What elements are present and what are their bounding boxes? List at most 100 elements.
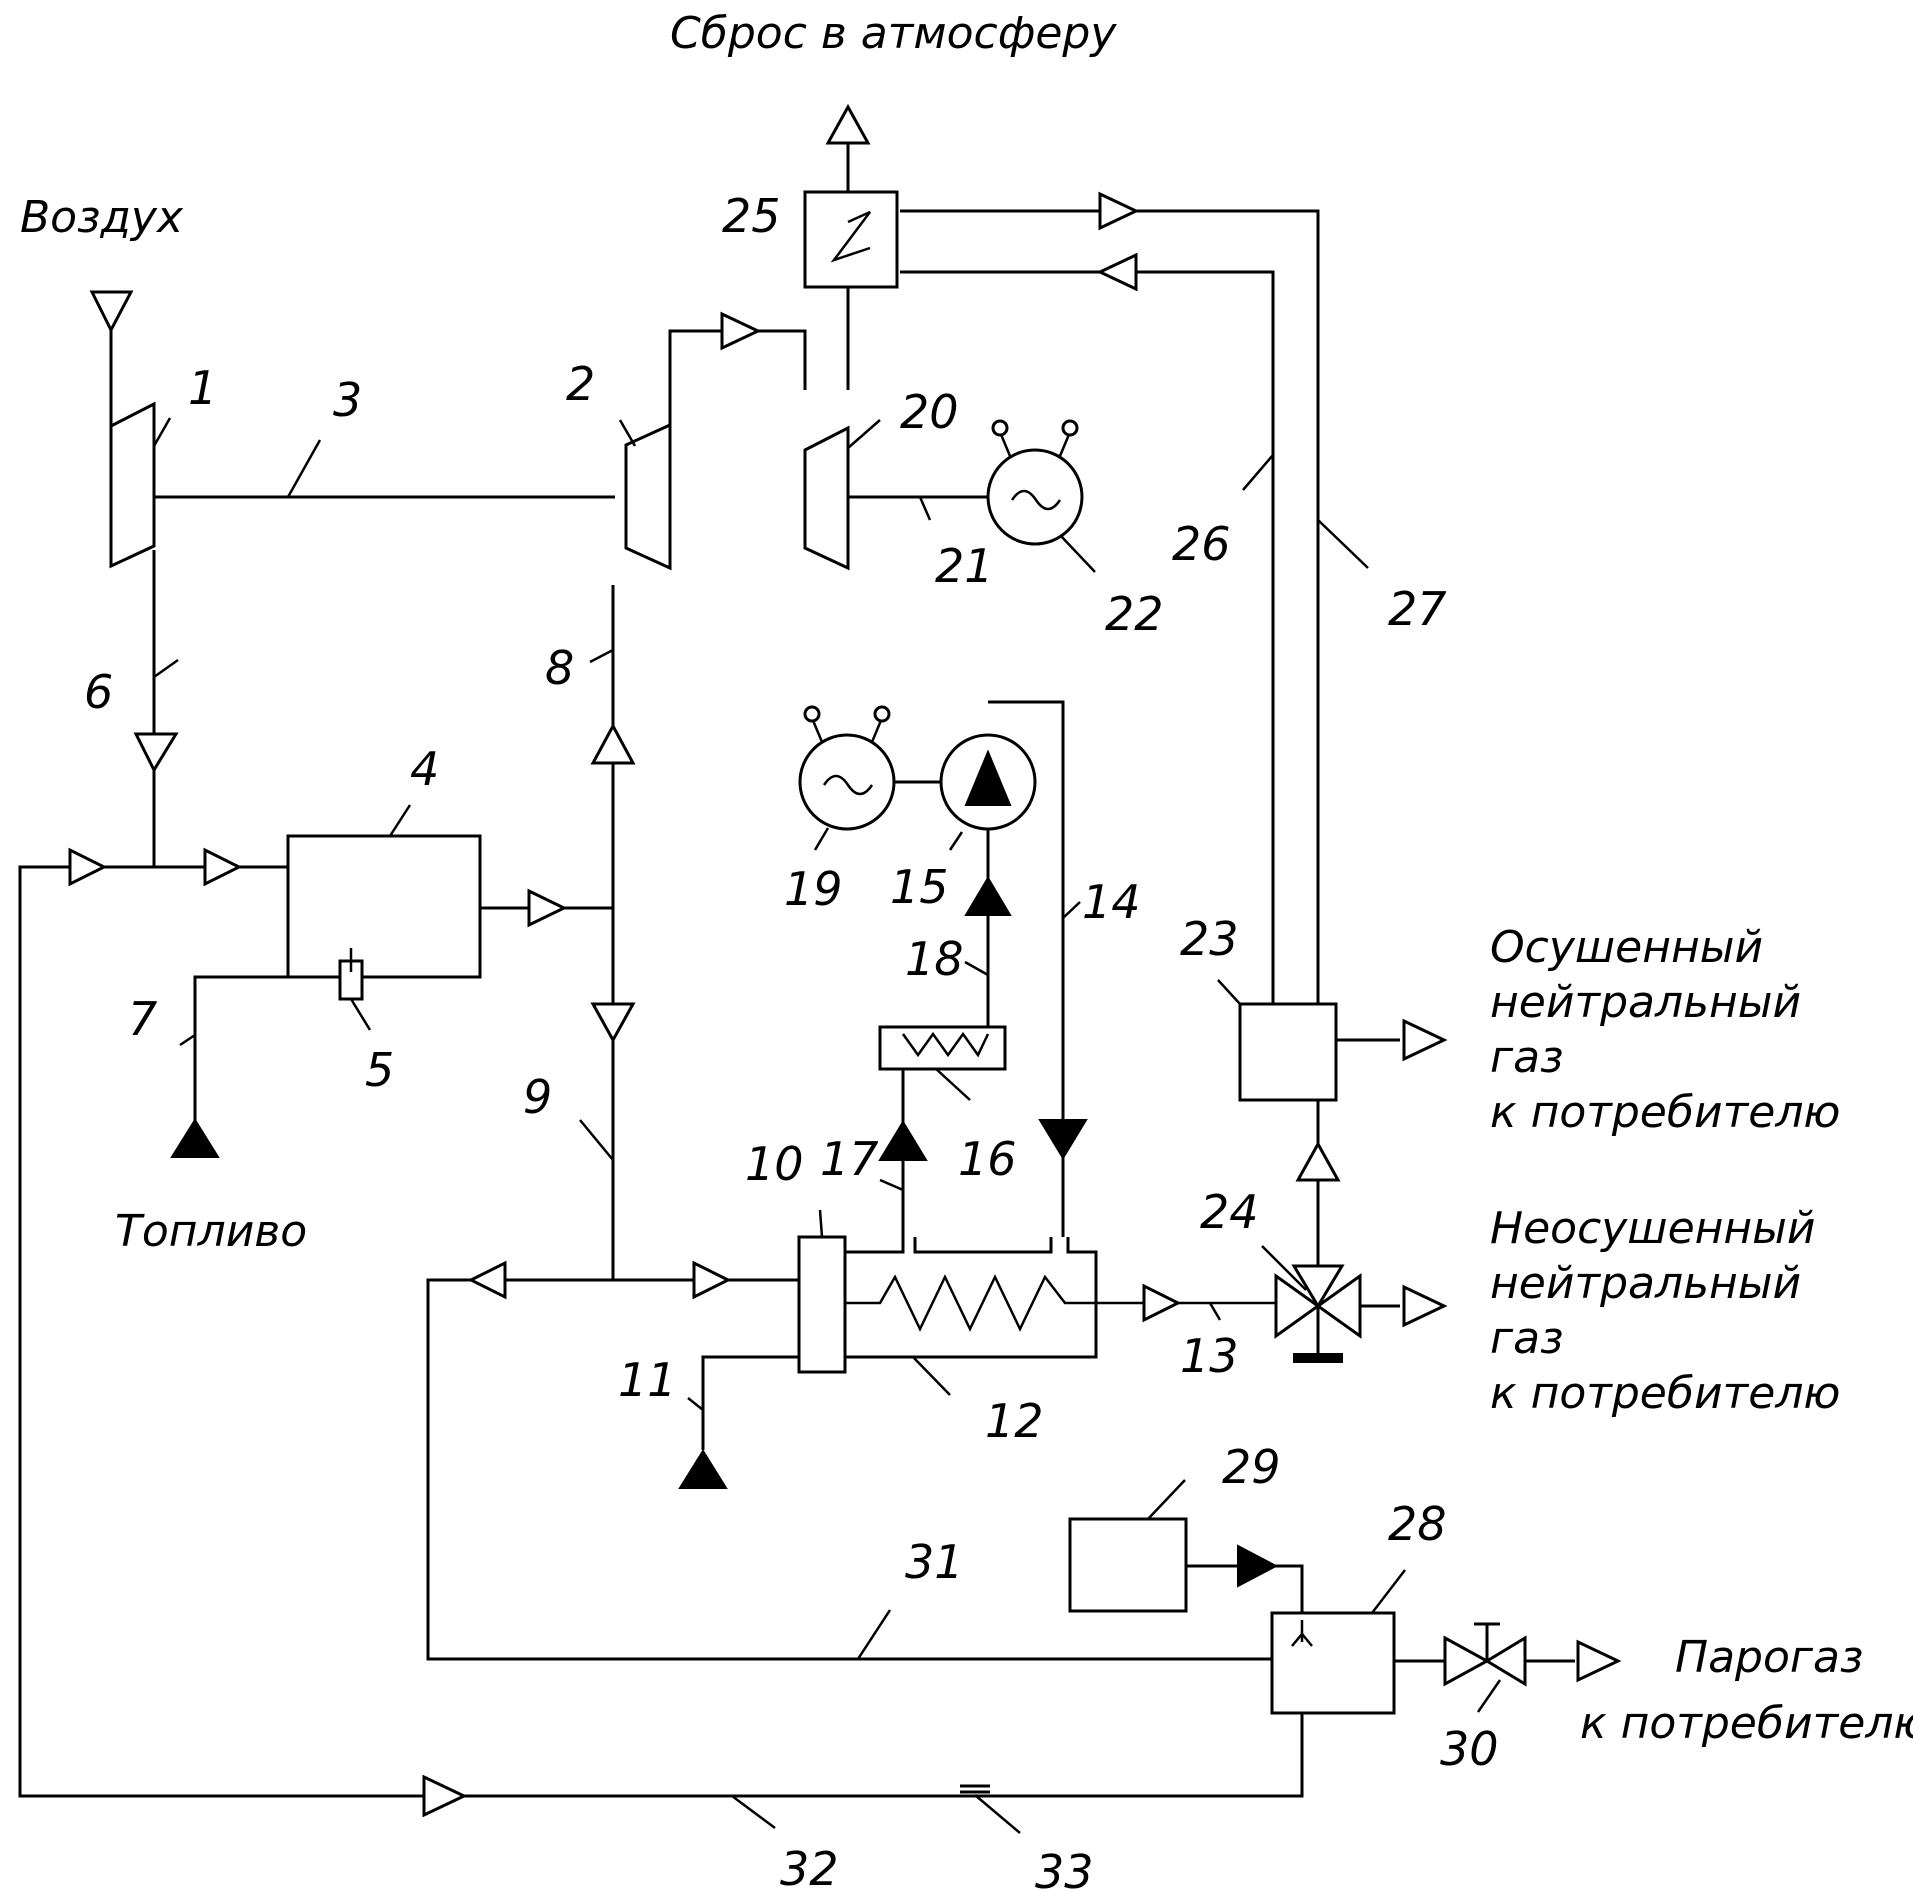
- feed-29-line: [1186, 1564, 1304, 1620]
- position-number: 8: [545, 641, 574, 695]
- position-number: 1: [188, 361, 217, 415]
- terminal-icon: [1061, 419, 1079, 437]
- leader: [1062, 901, 1081, 919]
- position-number: 25: [722, 189, 781, 243]
- position-number: 13: [1180, 1329, 1239, 1383]
- leader: [856, 1609, 892, 1660]
- air-label: Воздух: [20, 192, 184, 243]
- tank-29: [1068, 1517, 1188, 1613]
- leader: [879, 1178, 904, 1192]
- arrow-open-icon: [1576, 1639, 1622, 1683]
- position-number: 6: [84, 665, 113, 719]
- valve-24-actuator: [1293, 1353, 1343, 1363]
- hx12-coil: [845, 1274, 1300, 1332]
- arrow-open-icon: [1096, 252, 1138, 292]
- turbine-20: [803, 425, 850, 571]
- ac-symbol-icon: [822, 774, 874, 796]
- position-number: 3: [333, 373, 362, 427]
- exhaust-label: Сброс в атмосферу: [670, 8, 1117, 59]
- cooler-coil: [901, 1031, 990, 1058]
- heater-coil-icon: [830, 210, 871, 263]
- position-number: 19: [784, 862, 843, 916]
- leader: [731, 1794, 776, 1830]
- wet-gas-label-3: газ: [1490, 1313, 1563, 1364]
- fuel-line-7: [193, 975, 288, 1125]
- position-number: 9: [523, 1070, 552, 1124]
- position-number: 17: [820, 1132, 879, 1186]
- compressor-1: [109, 401, 156, 569]
- arrow-open-icon: [590, 722, 636, 765]
- arrow-open-icon: [203, 847, 243, 887]
- equipment: [109, 190, 1527, 1794]
- leader: [912, 1356, 951, 1396]
- leader: [1208, 1302, 1222, 1321]
- position-number: 2: [566, 357, 595, 411]
- arrow-open-icon: [422, 1774, 468, 1818]
- position-number: 5: [365, 1043, 394, 1097]
- position-number: 14: [1082, 875, 1141, 929]
- dry-gas-label-2: нейтральный: [1490, 977, 1801, 1028]
- position-numbers: 1 2 3 4 5 6 7 8 9 10 11 12 13 14 15 16 1…: [84, 189, 1499, 1889]
- nozzle-head: [1291, 1632, 1313, 1647]
- leader: [1317, 519, 1369, 569]
- position-number: 22: [1105, 587, 1164, 641]
- dryer-23: [1238, 1002, 1338, 1102]
- position-number: 23: [1180, 912, 1239, 966]
- position-number: 28: [1388, 1497, 1447, 1551]
- hx12-shell-c: [845, 1237, 1098, 1359]
- arrow-filled-icon: [678, 1449, 728, 1489]
- position-number: 21: [935, 539, 994, 593]
- position-number: 24: [1200, 1185, 1259, 1239]
- arrow-open-icon: [1402, 1018, 1448, 1062]
- steam-gas-label-2: к потребителю: [1580, 1698, 1913, 1749]
- arrow-open-icon: [1402, 1284, 1448, 1328]
- position-number: 27: [1388, 582, 1447, 636]
- leader: [349, 998, 372, 1031]
- position-number: 26: [1172, 517, 1231, 571]
- position-number: 31: [905, 1535, 964, 1589]
- leader: [974, 1794, 1021, 1834]
- mixer-10: [797, 1235, 847, 1374]
- terminal-icon: [803, 705, 821, 723]
- stream-labels: Сброс в атмосферу Воздух Топливо Осушенн…: [20, 8, 1913, 1749]
- hx12-shell-b: [913, 1237, 1053, 1254]
- mixer-28: [1270, 1611, 1396, 1715]
- arrow-open-icon: [89, 290, 134, 334]
- dry-gas-label-1: Осушенный: [1490, 922, 1763, 973]
- leader: [818, 1209, 824, 1238]
- terminal-icon: [873, 705, 891, 723]
- line-11: [701, 1355, 799, 1450]
- position-number: 33: [1035, 1845, 1094, 1889]
- arrow-open-icon: [68, 847, 108, 887]
- line-27: [900, 209, 1320, 1004]
- arrow-open-icon: [527, 888, 568, 928]
- pipelines: [18, 143, 1575, 1798]
- turbine-2: [624, 422, 672, 571]
- leader: [1476, 1679, 1502, 1713]
- leader: [918, 496, 932, 521]
- arrow-filled-icon: [1237, 1544, 1279, 1588]
- terminal-icon: [991, 419, 1009, 437]
- steam-gas-label-1: Парогаз: [1675, 1632, 1863, 1683]
- ac-symbol-icon: [1010, 489, 1062, 511]
- leader: [589, 648, 614, 664]
- position-number: 11: [618, 1353, 677, 1407]
- line-32: [18, 865, 1304, 1798]
- arrow-filled-icon: [878, 1120, 928, 1161]
- dry-gas-label-3: газ: [1490, 1032, 1563, 1083]
- turbine-gas-line: [668, 329, 807, 425]
- position-number: 12: [985, 1394, 1044, 1448]
- arrow-open-icon: [720, 311, 762, 351]
- leader: [1217, 979, 1241, 1005]
- position-number: 20: [900, 385, 959, 439]
- fuel-label: Топливо: [115, 1206, 307, 1257]
- leader: [1261, 1245, 1307, 1291]
- position-number: 10: [745, 1137, 804, 1191]
- line-14: [988, 700, 1065, 1237]
- position-number: 15: [890, 860, 949, 914]
- arrow-open-icon: [133, 732, 179, 774]
- position-number: 16: [958, 1132, 1017, 1186]
- dry-gas-label-4: к потребителю: [1490, 1087, 1840, 1138]
- leader: [153, 658, 179, 679]
- leader-lines: [152, 417, 1502, 1834]
